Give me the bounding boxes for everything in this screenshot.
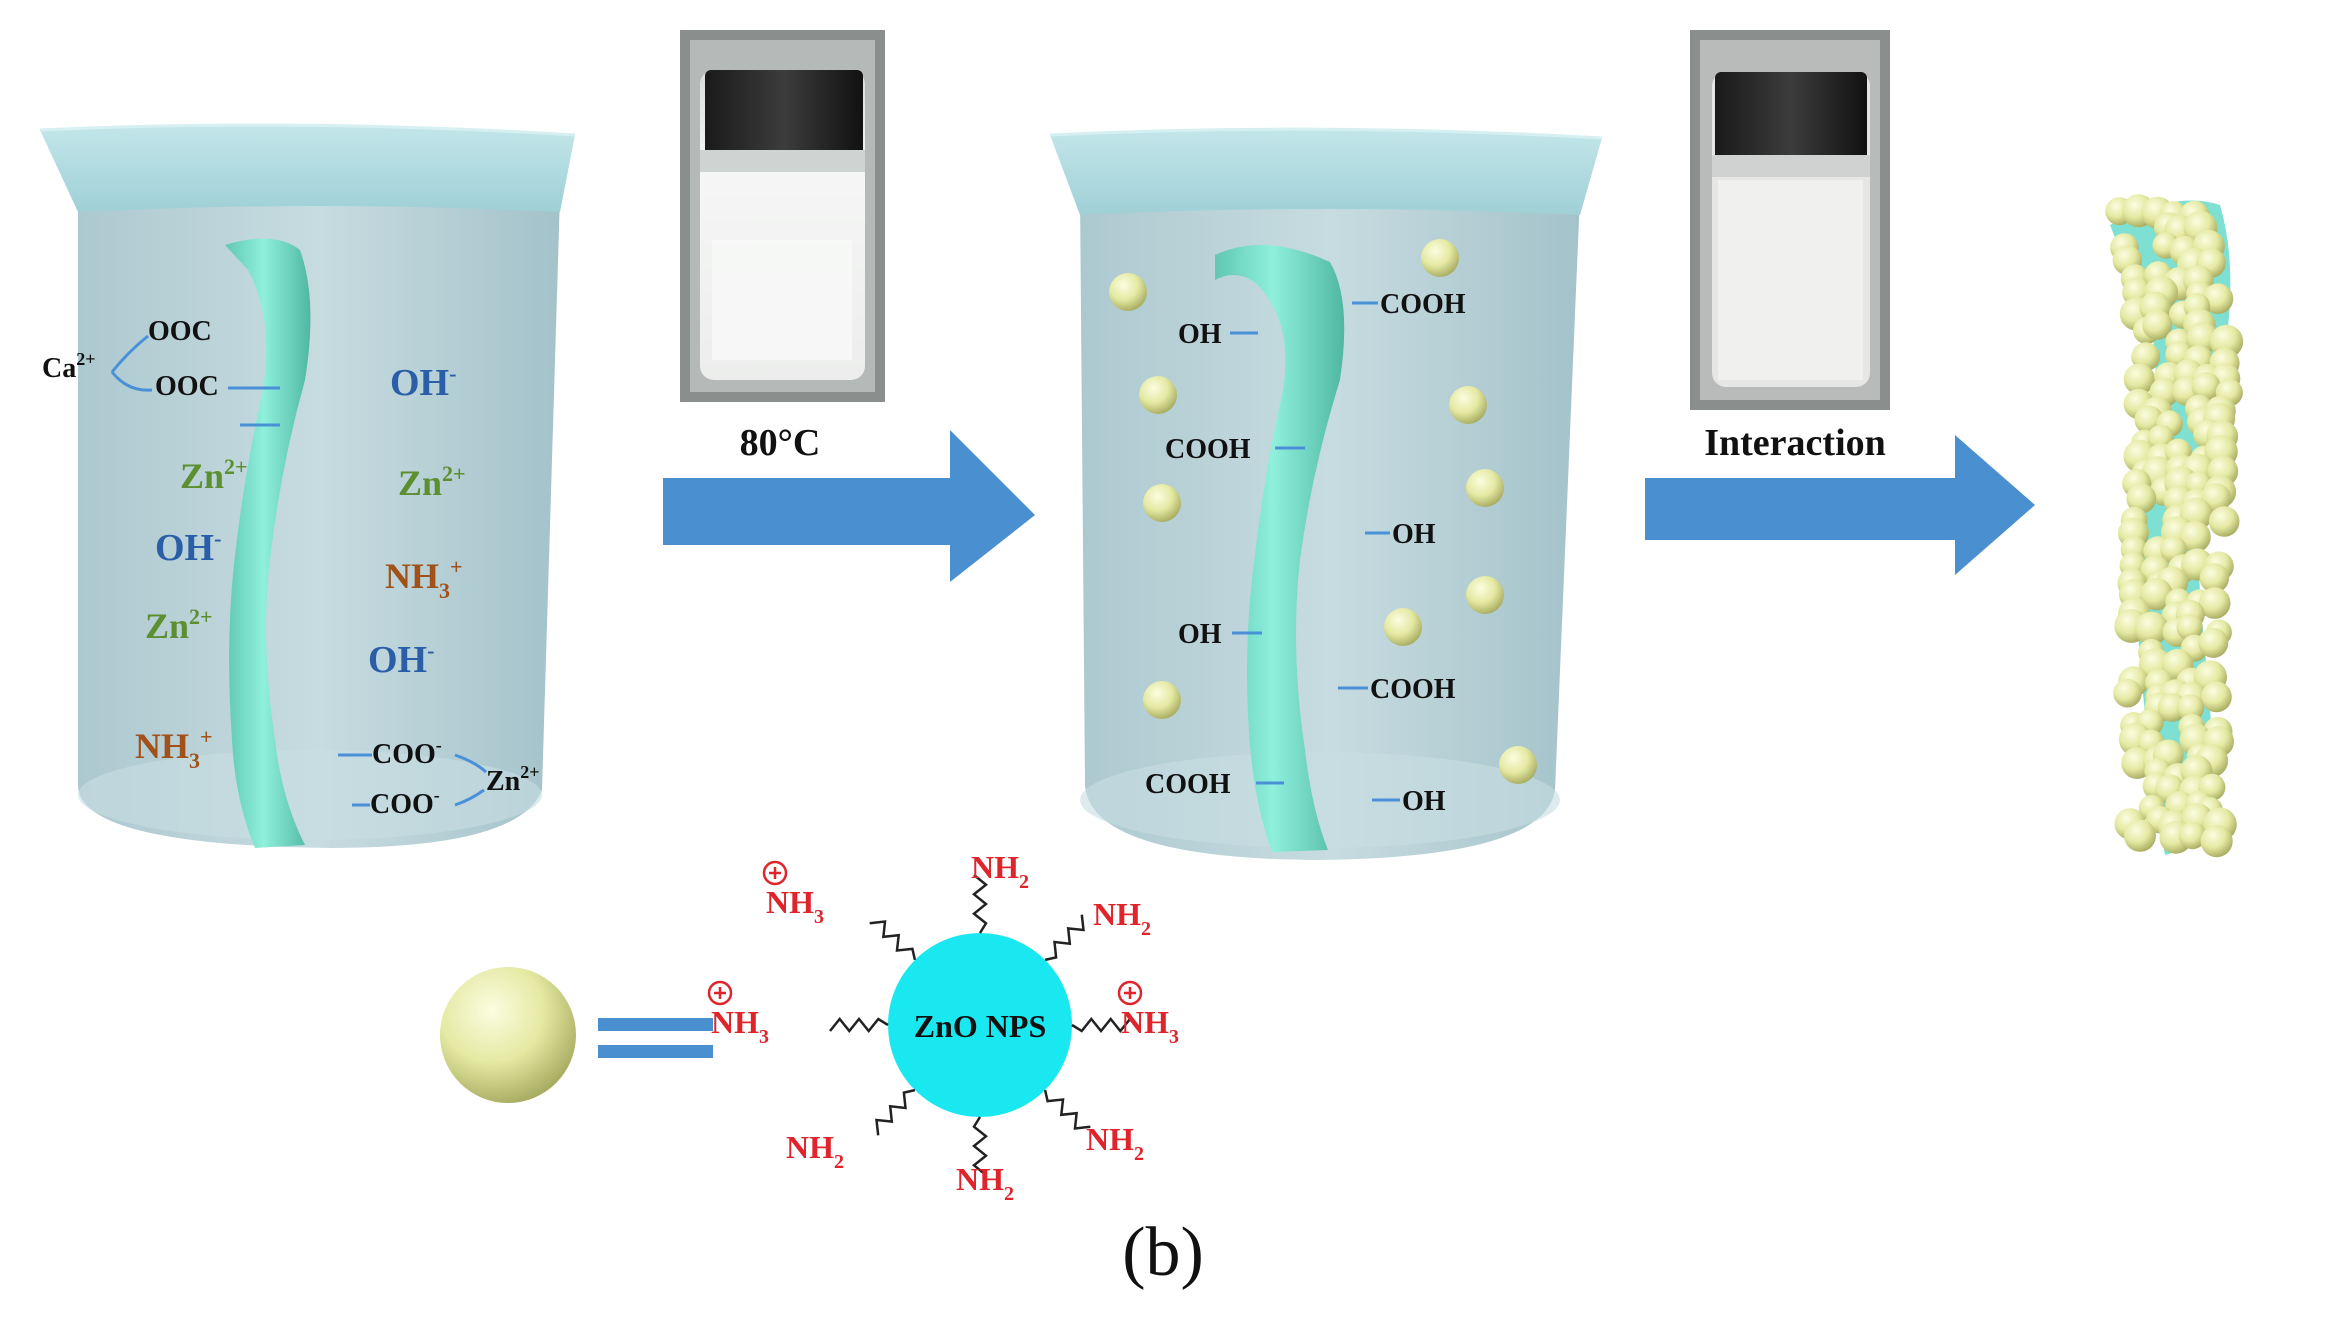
nanoparticle	[1143, 681, 1181, 719]
beaker-middle	[1049, 127, 1603, 860]
ammonium-label: NH3	[711, 1004, 769, 1048]
coating-nanoparticle	[2199, 563, 2230, 593]
right-arrow-icon	[663, 430, 1035, 582]
coating-nanoparticle	[2113, 678, 2142, 708]
nanoparticle	[1421, 239, 1459, 277]
nanoparticle	[1499, 746, 1537, 784]
hydroxide-ion-label: OH-	[390, 361, 456, 404]
zno-core	[888, 933, 1072, 1117]
coating-nanoparticle	[2201, 681, 2232, 713]
carboxyl-group-label: COOH	[1145, 769, 1231, 800]
coating-nanoparticle	[2176, 694, 2205, 722]
carboxylate-group-label: COO-	[372, 735, 442, 770]
nanoparticle	[1449, 386, 1487, 424]
equals-sign-icon	[598, 1018, 713, 1058]
ligand-chain	[972, 1116, 988, 1176]
ligand-chain	[1071, 1017, 1131, 1033]
coating-nanoparticle	[2208, 506, 2240, 537]
free-ions: OH- Zn2+ Zn2+ OH- NH3+ Zn2+ OH- NH3+	[135, 361, 466, 773]
coating-nanoparticle	[2191, 372, 2221, 401]
fiber-left	[225, 238, 311, 849]
coating-nanoparticle	[2142, 309, 2173, 340]
coating-nanoparticle	[2176, 614, 2203, 641]
zno-core-label: ZnO NPS	[914, 1008, 1046, 1044]
ammonium-ion-label: NH3+	[135, 724, 213, 773]
vial-photo-turbid	[1690, 30, 1890, 410]
amine-label: NH2	[956, 1161, 1014, 1205]
carboxyl-group-label: COOH	[1380, 289, 1466, 320]
hydroxide-ion-label: OH-	[155, 526, 221, 569]
ligand-chain	[1043, 1089, 1091, 1130]
fiber-middle	[1215, 245, 1345, 853]
zn-ion-label: Zn2+	[398, 461, 466, 503]
zn-ion-label: Zn2+	[145, 604, 213, 646]
hydroxide-ion-label: OH-	[368, 638, 434, 681]
nanoparticle	[1384, 608, 1422, 646]
carboxylate-group-label: OOC	[148, 316, 212, 347]
coated-fiber	[2105, 194, 2244, 858]
nanoparticle	[1139, 376, 1177, 414]
hydroxyl-group-label: OH	[1178, 619, 1222, 650]
nanoparticle	[1143, 484, 1181, 522]
coating-nanoparticle	[2123, 363, 2155, 395]
nanoparticle	[1109, 273, 1147, 311]
hydroxyl-group-label: OH	[1392, 519, 1436, 550]
beaker-left	[39, 123, 576, 848]
coating-nanoparticle	[2124, 819, 2156, 852]
ligand-chain	[972, 874, 988, 934]
coating-nanoparticle	[2202, 283, 2234, 315]
nanoparticle	[1466, 576, 1504, 614]
coating-nanoparticle	[2178, 822, 2206, 850]
hydroxyl-group-label: OH	[1178, 319, 1222, 350]
hydroxyl-group-label: OH	[1402, 786, 1446, 817]
coating-nanoparticle	[2200, 825, 2233, 858]
ligand-chain	[1044, 914, 1085, 962]
carboxyl-group-label: COOH	[1370, 674, 1456, 705]
ligand-chain	[875, 1088, 916, 1136]
ammonium-ion-label: NH3+	[385, 554, 463, 603]
nanoparticle-icon	[440, 967, 576, 1103]
coating-nanoparticle	[2179, 521, 2211, 553]
amine-label: NH2	[971, 849, 1029, 893]
amine-label: NH2	[1086, 1121, 1144, 1165]
zn-bridge: COO- COO- Zn2+	[338, 735, 540, 820]
surface-groups: COOH OH COOH OH OH COOH COOH OH	[1145, 289, 1466, 817]
zn-ion-label: Zn2+	[180, 454, 248, 496]
plus-circle-icon	[707, 980, 733, 1006]
coating-nanoparticle	[2140, 578, 2173, 611]
ammonium-label: NH3	[766, 884, 824, 928]
ca-bridge: OOC OOC Ca2+	[42, 316, 280, 427]
plus-circle-icon	[762, 860, 788, 886]
carboxylate-group-label: OOC	[155, 371, 219, 402]
carboxylate-group-label: COO-	[370, 785, 440, 820]
coating-nanoparticle	[2126, 483, 2157, 514]
ca-ion-label: Ca2+	[42, 349, 96, 384]
coating-nanoparticle	[2198, 587, 2231, 619]
interaction-label: Interaction	[1704, 422, 1886, 464]
ligand-chain	[829, 1017, 889, 1033]
coating-nanoparticle	[2198, 627, 2229, 658]
carboxyl-group-label: COOH	[1165, 434, 1251, 465]
panel-caption: (b)	[1122, 1214, 1204, 1291]
ligand-chain	[869, 920, 917, 961]
coating-nanoparticle	[2134, 611, 2169, 646]
amine-label: NH2	[786, 1129, 844, 1173]
temperature-label: 80°C	[740, 422, 821, 464]
amine-label: NH2	[1093, 896, 1151, 940]
plus-circle-icon	[1117, 980, 1143, 1006]
vial-photo-clear	[680, 30, 885, 402]
right-arrow-icon	[1645, 435, 2035, 575]
zn-ion-label: Zn2+	[486, 762, 540, 797]
ammonium-label: NH3	[1121, 1004, 1179, 1048]
nanoparticle	[1466, 469, 1504, 507]
